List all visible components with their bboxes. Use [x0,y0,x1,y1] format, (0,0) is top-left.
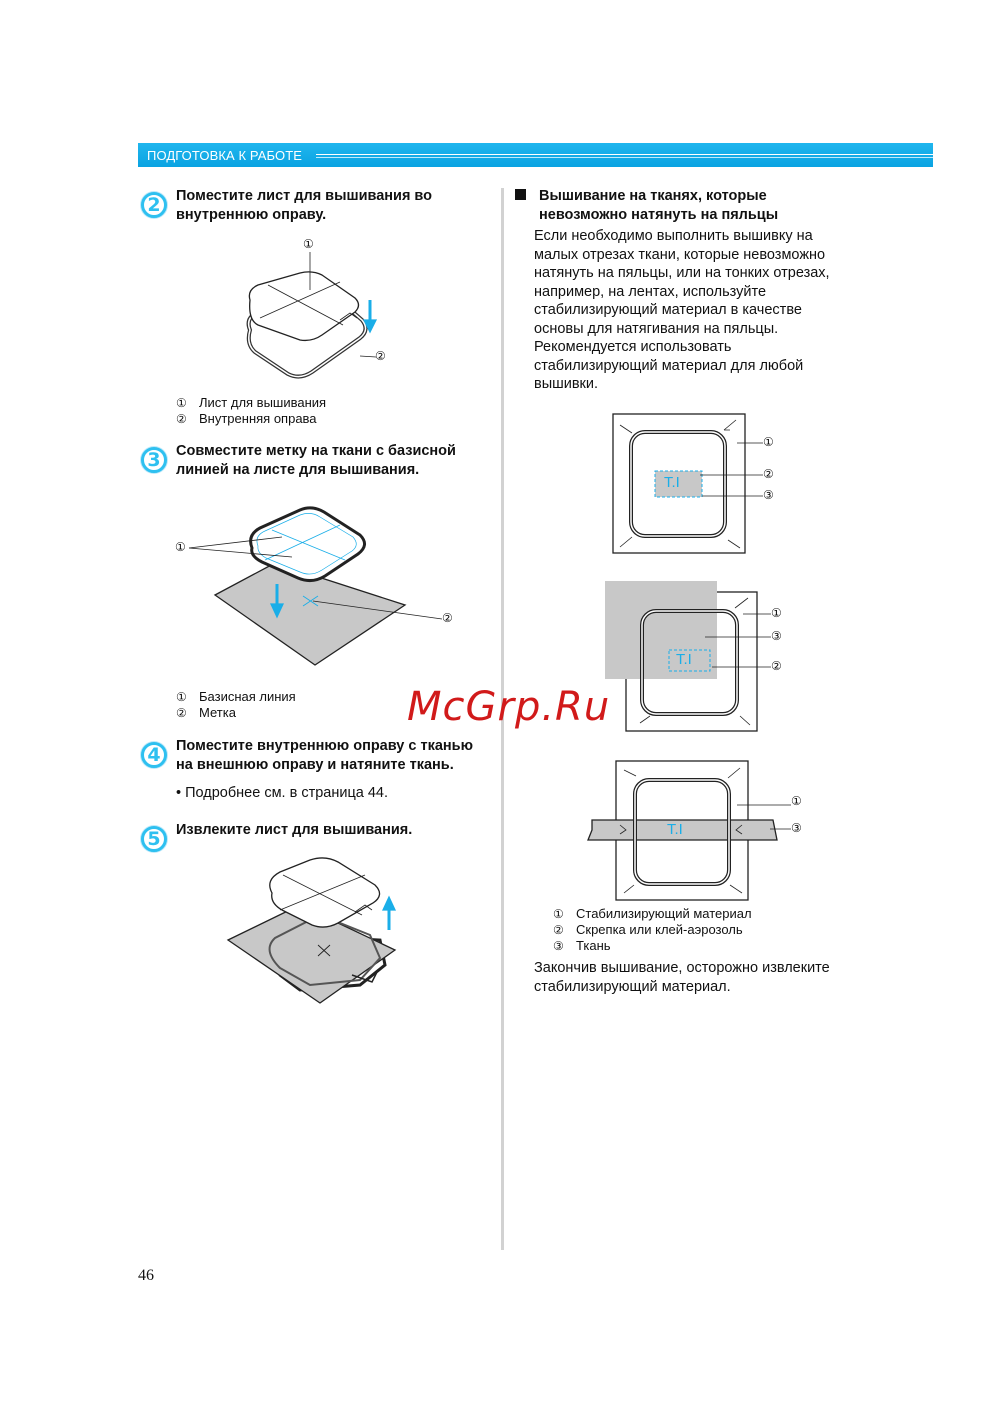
callout-1: ① [175,540,186,554]
paragraph-line: стабилизирующий материал. [534,978,731,995]
section-title: ПОДГОТОВКА К РАБОТЕ [147,148,303,163]
legend-item: ② Метка [176,705,296,721]
step-3-illustration [188,506,443,666]
step-5-illustration [226,857,397,1004]
title-line: Поместите лист для вышивания во [176,188,433,204]
closing-paragraph: Закончив вышивание, осторожно извлеките … [534,959,830,996]
legend-num: ② [176,706,187,720]
step-4-title: Поместите внутреннюю оправу с тканью на … [176,737,473,774]
design-label-1: T.I [664,474,680,491]
legend-text: Метка [199,705,236,720]
paragraph-line: вышивки. [534,376,599,392]
legend-num: ③ [553,939,564,953]
legend-item: ① Лист для вышивания [176,395,326,411]
legend-num: ① [553,907,564,921]
right-heading: Вышивание на тканях, которые невозможно … [539,187,778,224]
title-line: Поместите внутреннюю оправу с тканью [176,738,473,754]
legend-text: Скрепка или клей-аэрозоль [576,922,743,937]
watermark: McGrp.Ru [407,684,611,730]
paragraph-line: Закончив вышивание, осторожно извлеките [534,960,830,976]
section-header-bar: ПОДГОТОВКА К РАБОТЕ [138,143,933,167]
heading-bullet-square [515,189,526,200]
legend-text: Базисная линия [199,689,296,704]
title-line: линией на листе для вышивания. [176,461,420,478]
callout-1: ① [771,606,782,620]
column-divider [501,188,504,1250]
design-label-3: T.I [667,821,683,838]
callout-3: ③ [791,821,802,835]
legend-num: ② [553,923,564,937]
step-4-number: 4 [141,742,167,768]
page-reference-link[interactable]: Подробнее см. в страница 44. [185,785,389,801]
step-4-bullet: • Подробнее см. в страница 44. [176,785,389,801]
legend-num: ② [176,412,187,426]
paragraph-line: Если необходимо выполнить вышивку на [534,228,813,244]
stabilizer-diagram-1 [612,413,763,554]
callout-2: ② [763,467,774,481]
step-5-number: 5 [141,826,167,852]
legend-item: ② Внутренняя оправа [176,411,326,427]
title-line: внутреннюю оправу. [176,206,327,223]
paragraph-line: натянуть на пяльцы, или на тонких отреза… [534,265,830,281]
callout-2: ② [375,349,386,363]
paragraph-line: стабилизирующий материал в качестве [534,302,802,318]
heading-line: Вышивание на тканях, которые [539,188,767,204]
callout-3: ③ [771,629,782,643]
paragraph-line: стабилизирующий материал для любой [534,357,804,374]
legend-text: Лист для вышивания [199,395,327,410]
page-number: 46 [138,1267,154,1284]
callout-1: ① [791,794,802,808]
header-rule [316,154,933,155]
step-2-legend: ① Лист для вышивания ② Внутренняя оправа [176,395,326,427]
right-legend: ① Стабилизирующий материал ② Скрепка или к… [553,906,752,954]
step-2-number: 2 [141,192,167,218]
design-label-2: T.I [676,651,692,668]
title-line: Совместите метку на ткани с базисной [176,443,456,459]
legend-item: ① Базисная линия [176,689,296,705]
callout-2: ② [442,611,453,625]
stabilizer-diagram-3 [587,760,791,901]
legend-num: ① [176,690,187,704]
step-2-title: Поместите лист для вышивания во внутренн… [176,187,432,224]
callout-1: ① [763,435,774,449]
step-5-title: Извлеките лист для вышивания. [176,822,413,838]
paragraph-line: например, на лентах, используйте [534,283,767,300]
step-2-illustration [246,252,378,379]
legend-item: ② Скрепка или клей-аэрозоль [553,922,752,938]
paragraph-line: малых отрезах ткани, которые невозможно [534,246,826,263]
legend-item: ① Стабилизирующий материал [553,906,752,922]
legend-num: ① [176,396,187,410]
callout-1: ① [303,237,314,251]
legend-item: ③ Ткань [553,938,752,954]
paragraph-line: основы для натягивания на пяльцы. [534,320,779,337]
heading-line: невозможно натянуть на пяльцы [539,206,779,223]
stabilizer-diagram-2 [605,581,771,732]
right-paragraph: Если необходимо выполнить вышивку на мал… [534,227,830,394]
callout-2: ② [771,659,782,673]
callout-3: ③ [763,488,774,502]
legend-text: Ткань [576,938,611,953]
step-3-number: 3 [141,447,167,473]
header-rule-2 [316,157,933,158]
step-3-title: Совместите метку на ткани с базисной лин… [176,442,456,479]
paragraph-line: Рекомендуется использовать [534,339,732,355]
legend-text: Внутренняя оправа [199,411,317,426]
step-3-legend: ① Базисная линия ② Метка [176,689,296,721]
title-line: на внешнюю оправу и натяните ткань. [176,756,454,773]
legend-text: Стабилизирующий материал [576,906,752,921]
